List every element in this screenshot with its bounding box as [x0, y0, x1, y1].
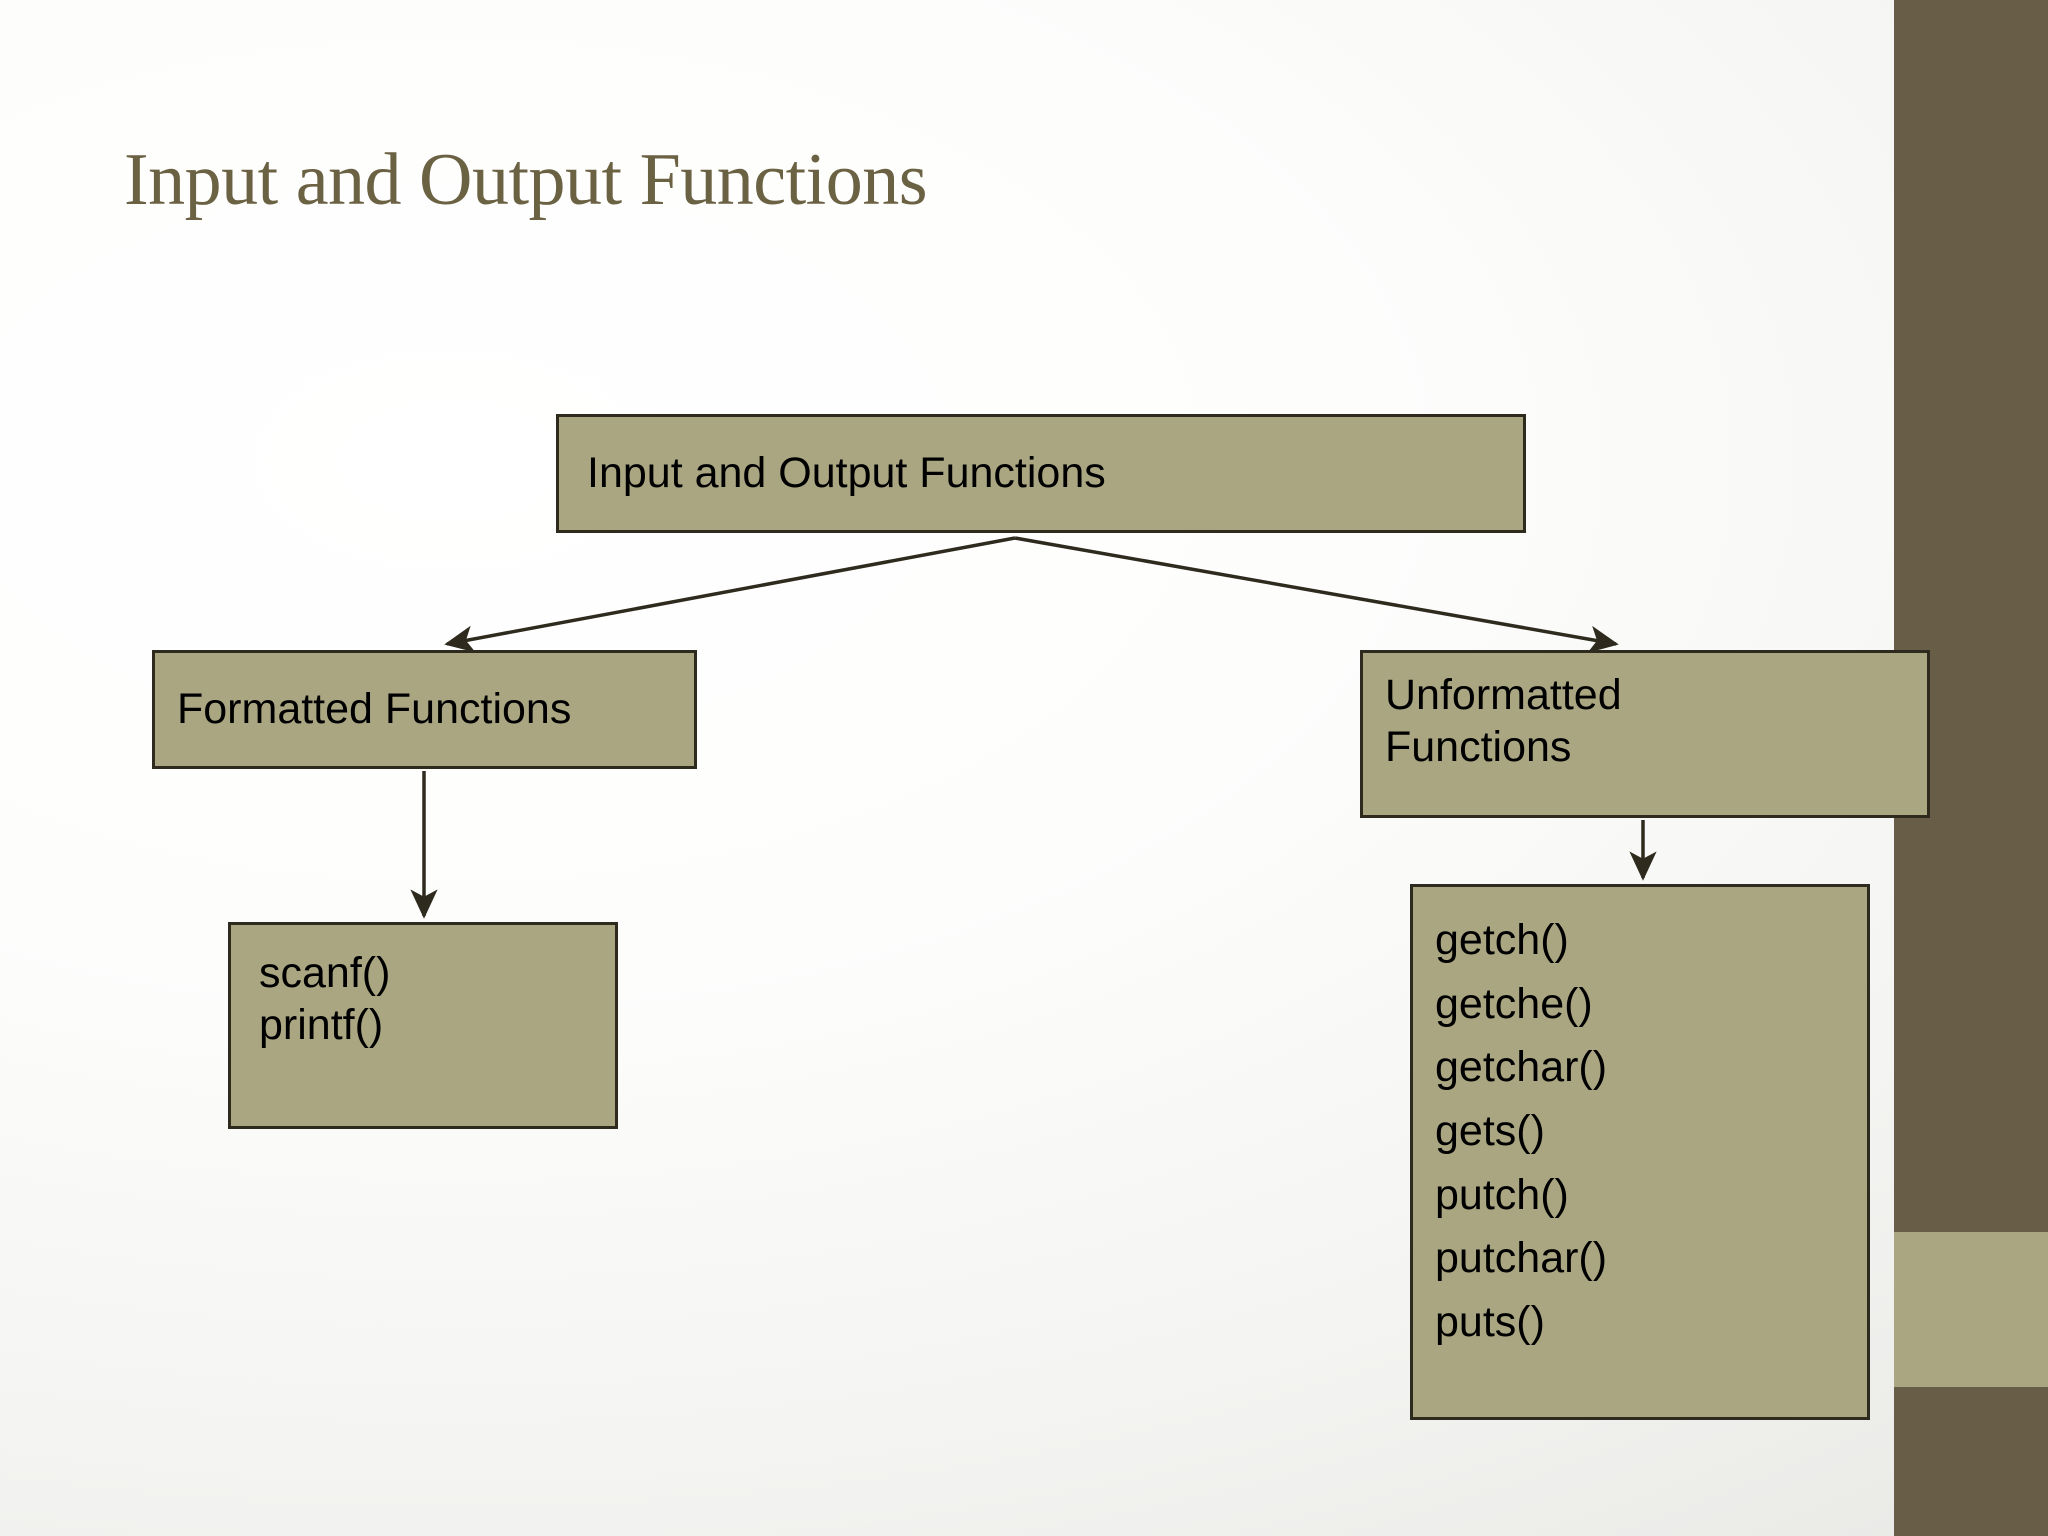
- connector-root-to-unformatted: [1014, 536, 1619, 653]
- function-putchar: putchar(): [1435, 1234, 1608, 1283]
- function-putch: putch(): [1435, 1170, 1569, 1219]
- function-scanf: scanf(): [259, 949, 391, 997]
- node-formatted-function-list[interactable]: scanf() printf(): [228, 922, 618, 1129]
- function-printf: printf(): [259, 1001, 384, 1050]
- function-getche: getche(): [1435, 979, 1593, 1028]
- node-unformatted-functions[interactable]: Unformatted Functions: [1360, 650, 1930, 818]
- function-gets: gets(): [1435, 1106, 1545, 1155]
- node-root-label: Input and Output Functions: [587, 449, 1106, 498]
- function-getchar: getchar(): [1435, 1043, 1608, 1092]
- function-puts: puts(): [1435, 1297, 1545, 1346]
- sidebar-accent-band: [1894, 1232, 2048, 1387]
- connector-root-to-formatted: [444, 536, 1016, 653]
- node-unformatted-label-line1: Unformatted: [1385, 671, 1622, 719]
- node-formatted-functions[interactable]: Formatted Functions: [152, 650, 697, 769]
- node-input-output-functions[interactable]: Input and Output Functions: [556, 414, 1526, 533]
- function-getch: getch(): [1435, 916, 1569, 964]
- node-unformatted-label-line2: Functions: [1385, 723, 1572, 772]
- page-title: Input and Output Functions: [124, 139, 928, 221]
- node-unformatted-function-list[interactable]: getch() getche() getchar() gets() putch(…: [1410, 884, 1870, 1420]
- node-formatted-label: Formatted Functions: [177, 685, 572, 734]
